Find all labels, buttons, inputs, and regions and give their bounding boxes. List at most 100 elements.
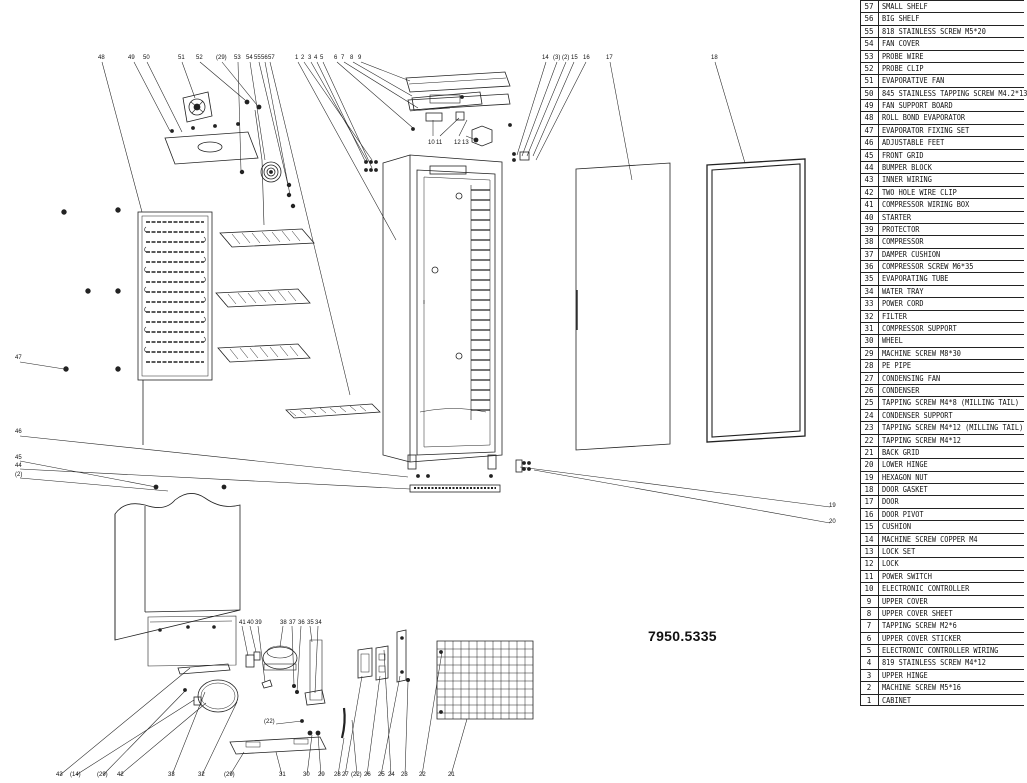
leader-lines: [19, 61, 831, 776]
part-name: UPPER COVER SHEET: [882, 608, 953, 618]
callout-22-misc: (22): [264, 719, 275, 725]
callout-40: 40: [247, 620, 254, 626]
callout-9: 9: [358, 55, 362, 61]
callout-3b: (3): [553, 55, 561, 61]
callout-32: 32: [198, 772, 205, 778]
part-name: COMPRESSOR: [882, 237, 924, 247]
callout-41: 41: [239, 620, 246, 626]
electronic-controller: [425, 111, 465, 122]
part-number: 19: [864, 472, 874, 482]
callout-18: 18: [711, 55, 718, 61]
part-name: 818 STAINLESS SCREW M5*20: [882, 26, 986, 36]
part-name: PE PIPE: [882, 361, 912, 371]
part-name: TAPPING SCREW M4*12: [882, 435, 961, 445]
callout-44: 44: [15, 463, 22, 469]
callout-57: 57: [268, 55, 275, 61]
small-shelf: [285, 403, 381, 419]
callout-51: 51: [178, 55, 185, 61]
front-grid: [409, 474, 501, 493]
part-number: 48: [864, 113, 874, 123]
part-name: STARTER: [882, 212, 912, 222]
part-name: PROTECTOR: [882, 224, 920, 234]
model-number: 7950.5335: [648, 628, 717, 644]
compressor-compartment: [114, 493, 241, 667]
callout-50: 50: [143, 55, 150, 61]
part-number: 51: [864, 76, 874, 86]
part-number: 8: [866, 608, 872, 618]
parts-row: 39 PROTECTOR: [860, 222, 1024, 235]
part-number: 40: [864, 212, 874, 222]
callout-20: 20: [829, 519, 836, 525]
part-name: LOCK SET: [882, 546, 916, 556]
callout-35: 35: [307, 620, 314, 626]
part-name: UPPER COVER: [882, 596, 928, 606]
callout-48: 48: [98, 55, 105, 61]
callout-1: 1: [295, 55, 299, 61]
part-number: 31: [864, 324, 874, 334]
callout-4: 4: [314, 55, 318, 61]
callout-19: 19: [829, 503, 836, 509]
table-column-divider: [878, 0, 879, 706]
part-number: 42: [864, 187, 874, 197]
callout-38: 38: [280, 620, 287, 626]
part-number: 23: [864, 423, 874, 433]
callout-2c: (2): [15, 472, 23, 478]
part-name: 845 STAINLESS TAPPING SCREW M4.2*13: [882, 88, 1027, 98]
fan-cover: [260, 161, 282, 183]
part-number: 55: [864, 26, 874, 36]
callout-37: 37: [289, 620, 296, 626]
callout-29b: (29): [97, 772, 108, 778]
part-number: 39: [864, 224, 874, 234]
callout-46: 46: [15, 429, 22, 435]
part-number: 47: [864, 125, 874, 135]
part-name: TAPPING SCREW M4*12 (MILLING TAIL): [882, 423, 1024, 433]
part-name: TWO HOLE WIRE CLIP: [882, 187, 957, 197]
callout-53: 53: [234, 55, 241, 61]
evaporator-fixing-set: [61, 207, 121, 372]
part-number: 6: [866, 633, 872, 643]
part-number: 29: [864, 348, 874, 358]
compressor-wiring-box: [245, 654, 255, 668]
part-name: ELECTRONIC CONTROLLER WIRING: [882, 646, 999, 656]
upper-cover: [405, 71, 511, 112]
part-number: 10: [864, 584, 874, 594]
part-name: LOWER HINGE: [882, 460, 928, 470]
part-name: CONDENSING FAN: [882, 373, 941, 383]
starter: [253, 651, 261, 661]
part-number: 3: [866, 670, 872, 680]
part-number: 25: [864, 398, 874, 408]
part-number: 16: [864, 509, 874, 519]
part-number: 27: [864, 373, 874, 383]
part-number: 37: [864, 249, 874, 259]
part-number: 22: [864, 435, 874, 445]
part-name: ELECTRONIC CONTROLLER: [882, 584, 970, 594]
evaporative-fan: [182, 91, 213, 123]
part-name: CONDENSER SUPPORT: [882, 410, 953, 420]
callout-22: 22: [419, 772, 426, 778]
callout-52: 52: [196, 55, 203, 61]
part-number: 15: [864, 522, 874, 532]
parts-row: 23 TAPPING SCREW M4*12 (MILLING TAIL): [860, 421, 1024, 433]
part-name: COMPRESSOR SUPPORT: [882, 324, 957, 334]
part-name: FILTER: [882, 311, 907, 321]
parts-row: 27 CONDENSING FAN: [860, 371, 1024, 384]
part-name: MACHINE SCREW M8*30: [882, 348, 961, 358]
